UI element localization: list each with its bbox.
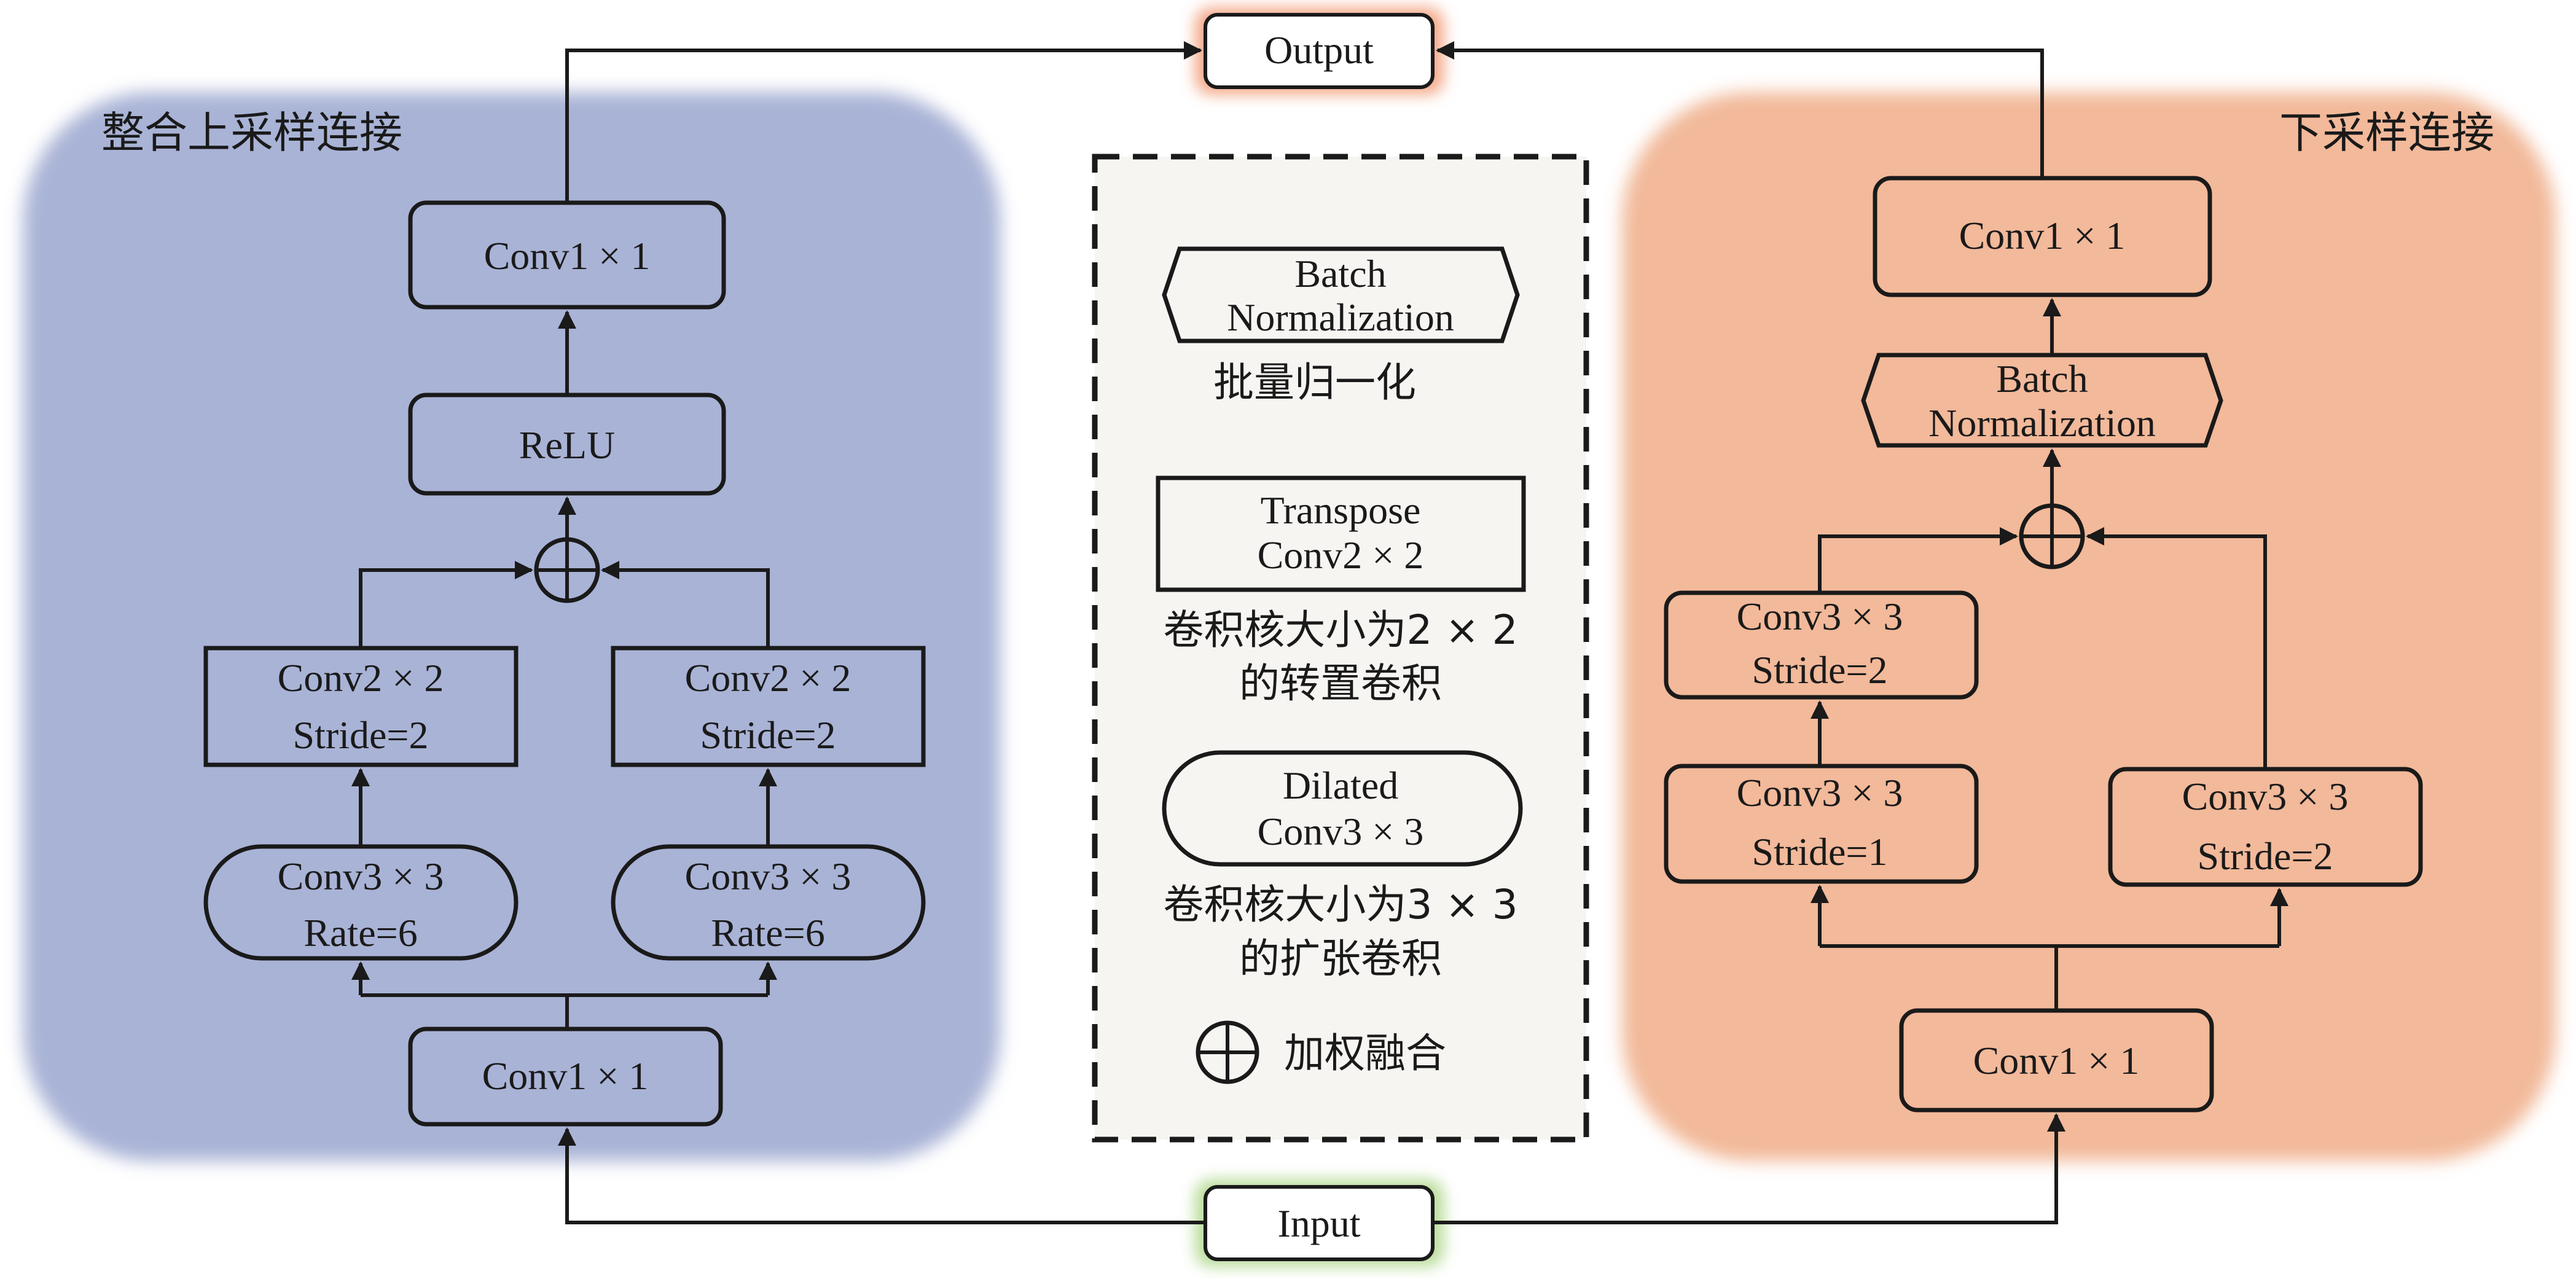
legend-transpose-shape	[1156, 475, 1526, 592]
legend-transpose-desc2: 的转置卷积	[1239, 660, 1442, 707]
right-batch-norm: Batch Normalization	[1861, 353, 2223, 448]
legend-dilated-shape	[1162, 750, 1523, 867]
legend-dilated-desc2: 的扩张卷积	[1239, 935, 1442, 982]
left-fusion-node	[534, 537, 600, 603]
left-conv-bottom: Conv1 × 1	[408, 1027, 723, 1127]
svg-text:Conv1 × 1: Conv1 × 1	[484, 234, 651, 278]
left-panel-title: 整合上采样连接	[101, 108, 402, 158]
edge-right-to-output	[1436, 41, 2044, 178]
legend-dilated-desc1: 卷积核大小为3 × 3	[1163, 881, 1517, 928]
right-panel-background	[1622, 92, 2556, 1161]
legend-transpose-line1: Transpose	[1261, 488, 1421, 532]
left-panel-background	[23, 92, 1000, 1161]
output-label: Output	[1264, 28, 1374, 72]
legend-dilated-line2: Conv3 × 3	[1258, 810, 1424, 853]
svg-text:Stride=1: Stride=1	[1752, 830, 1888, 874]
legend-batch-norm-line2: Normalization	[1227, 295, 1454, 339]
input-node: Input	[1195, 1179, 1444, 1267]
legend: Batch Normalization 批量归一化 Transpose Conv…	[1092, 154, 1589, 1143]
legend-transpose-desc1: 卷积核大小为2 × 2	[1163, 606, 1517, 654]
svg-text:Conv3 × 3: Conv3 × 3	[1737, 771, 1903, 815]
svg-text:Conv3 × 3: Conv3 × 3	[278, 855, 444, 898]
right-conv-stride2-upper: Conv3 × 3 Stride=2	[1664, 590, 1979, 700]
legend-fusion-desc: 加权融合	[1284, 1030, 1446, 1077]
right-conv-stride2-right: Conv3 × 3 Stride=2	[2108, 767, 2423, 887]
left-transpose-conv-right: Conv2 × 2 Stride=2	[611, 646, 926, 767]
svg-text:Stride=2: Stride=2	[2198, 834, 2333, 878]
right-panel	[1622, 92, 2556, 1161]
output-node: Output	[1195, 7, 1444, 95]
left-dilated-conv-right: Conv3 × 3 Rate=6	[611, 844, 926, 961]
svg-text:Batch: Batch	[1996, 357, 2088, 401]
svg-text:Rate=6: Rate=6	[303, 911, 417, 955]
left-panel	[23, 92, 1000, 1161]
edge-input-to-right	[1433, 1113, 2065, 1224]
edge-stride2-right-to-fusion	[2086, 527, 2267, 769]
svg-text:Conv3 × 3: Conv3 × 3	[2182, 775, 2349, 818]
edges	[351, 41, 2288, 1224]
edge-transpose-left-to-fusion	[359, 561, 533, 648]
right-fusion-node	[2019, 503, 2085, 569]
legend-fusion-icon	[1196, 1020, 1259, 1084]
legend-batch-norm-desc: 批量归一化	[1213, 359, 1416, 406]
legend-batch-norm-shape	[1162, 246, 1520, 343]
svg-text:Rate=6: Rate=6	[711, 911, 824, 955]
svg-text:Stride=2: Stride=2	[700, 713, 836, 757]
svg-text:Conv1 × 1: Conv1 × 1	[1973, 1039, 2140, 1082]
edge-input-to-left	[558, 1127, 1205, 1224]
svg-text:Conv2 × 2: Conv2 × 2	[685, 656, 851, 700]
right-conv-bottom: Conv1 × 1	[1899, 1008, 2214, 1113]
svg-text:Stride=2: Stride=2	[293, 713, 429, 757]
svg-text:Conv3 × 3: Conv3 × 3	[1737, 595, 1903, 638]
svg-text:Normalization: Normalization	[1928, 401, 2156, 445]
left-dilated-conv-left: Conv3 × 3 Rate=6	[203, 844, 519, 961]
legend-box	[1092, 154, 1589, 1143]
edge-stride2-upper-to-fusion	[1818, 527, 2018, 593]
svg-text:Stride=2: Stride=2	[1752, 648, 1888, 692]
right-panel-title: 下采样连接	[2279, 108, 2494, 158]
input-label: Input	[1277, 1202, 1360, 1245]
svg-text:ReLU: ReLU	[519, 423, 615, 467]
legend-batch-norm-line1: Batch	[1294, 252, 1386, 295]
svg-text:Conv1 × 1: Conv1 × 1	[1959, 214, 2126, 257]
svg-text:Conv1 × 1: Conv1 × 1	[482, 1054, 649, 1098]
svg-text:Conv2 × 2: Conv2 × 2	[278, 656, 444, 700]
legend-dilated-line1: Dilated	[1283, 764, 1398, 807]
svg-text:Conv3 × 3: Conv3 × 3	[685, 855, 851, 898]
edge-left-to-output	[565, 41, 1202, 203]
edge-transpose-right-to-fusion	[601, 561, 770, 648]
legend-transpose-line2: Conv2 × 2	[1258, 533, 1424, 577]
